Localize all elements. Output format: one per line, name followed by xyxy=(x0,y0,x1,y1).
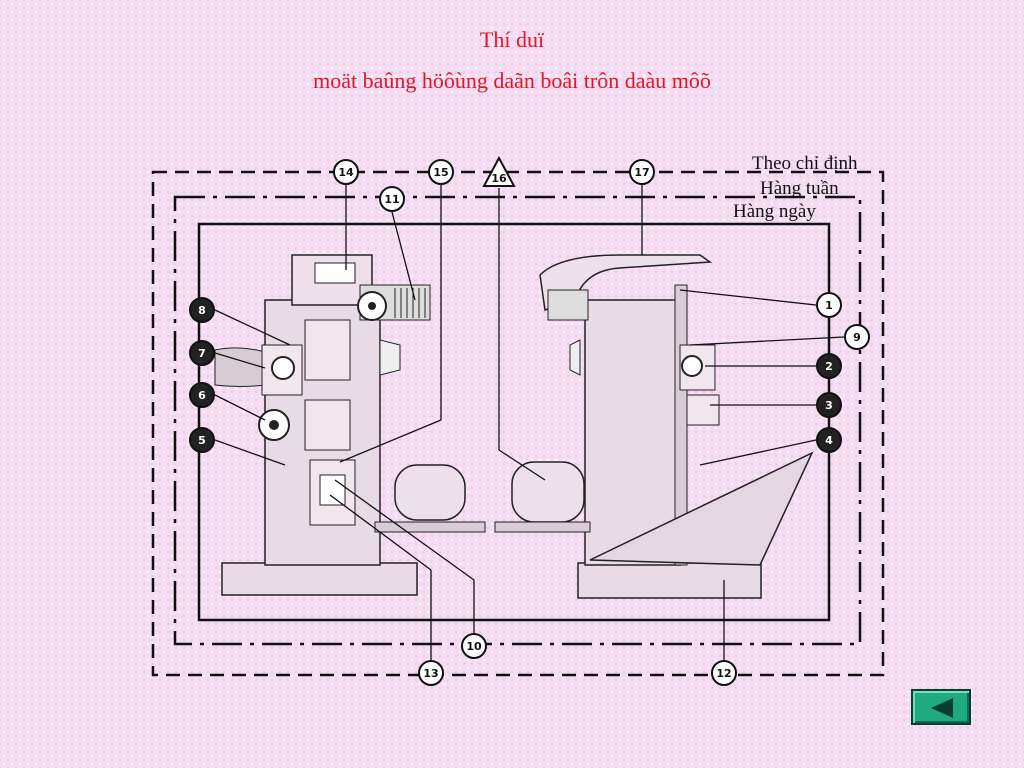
callout-10: 10 xyxy=(461,633,487,659)
callout-6: 6 xyxy=(189,382,215,408)
callout-9: 9 xyxy=(844,324,870,350)
callout-16: 16 xyxy=(482,155,516,187)
svg-text:9: 9 xyxy=(853,331,861,344)
svg-text:4: 4 xyxy=(825,434,833,447)
svg-text:7: 7 xyxy=(198,347,206,360)
previous-slide-button[interactable] xyxy=(911,689,971,725)
play-back-icon xyxy=(931,698,953,718)
svg-text:13: 13 xyxy=(423,667,438,680)
legend-weekly: Hàng tuần xyxy=(760,178,839,199)
callout-2: 2 xyxy=(816,353,842,379)
svg-text:2: 2 xyxy=(825,360,833,373)
legend-periodic: Theo chỉ định xyxy=(752,153,858,174)
slide-title: Thí duï xyxy=(479,27,545,52)
callout-7: 7 xyxy=(189,340,215,366)
leader-lines xyxy=(214,185,845,660)
svg-text:12: 12 xyxy=(716,667,731,680)
callout-1: 1 xyxy=(816,292,842,318)
callout-15: 15 xyxy=(428,159,454,185)
weekly-frame xyxy=(173,195,862,646)
legend-daily: Hàng ngày xyxy=(733,201,816,222)
callout-11: 11 xyxy=(379,186,405,212)
svg-text:16: 16 xyxy=(491,172,507,185)
slide-subtitle: moät baûng höôùng daãn boâi trôn daàu mô… xyxy=(313,68,711,93)
svg-text:14: 14 xyxy=(338,166,354,179)
callout-17: 17 xyxy=(629,159,655,185)
svg-text:10: 10 xyxy=(466,640,482,653)
callout-5: 5 xyxy=(189,427,215,453)
svg-text:11: 11 xyxy=(384,193,399,206)
svg-text:6: 6 xyxy=(198,389,206,402)
callout-8: 8 xyxy=(189,297,215,323)
svg-text:3: 3 xyxy=(825,399,833,412)
callout-14: 14 xyxy=(333,159,359,185)
svg-text:1: 1 xyxy=(825,299,833,312)
daily-frame xyxy=(197,222,831,622)
left-machine xyxy=(214,254,486,596)
svg-text:5: 5 xyxy=(198,434,206,447)
svg-text:15: 15 xyxy=(433,166,448,179)
svg-text:17: 17 xyxy=(634,166,649,179)
callout-12: 12 xyxy=(711,660,737,686)
periodic-frame xyxy=(151,170,885,677)
callout-13: 13 xyxy=(418,660,444,686)
callout-3: 3 xyxy=(816,392,842,418)
right-machine xyxy=(494,254,814,599)
svg-text:8: 8 xyxy=(198,304,206,317)
callout-4: 4 xyxy=(816,427,842,453)
